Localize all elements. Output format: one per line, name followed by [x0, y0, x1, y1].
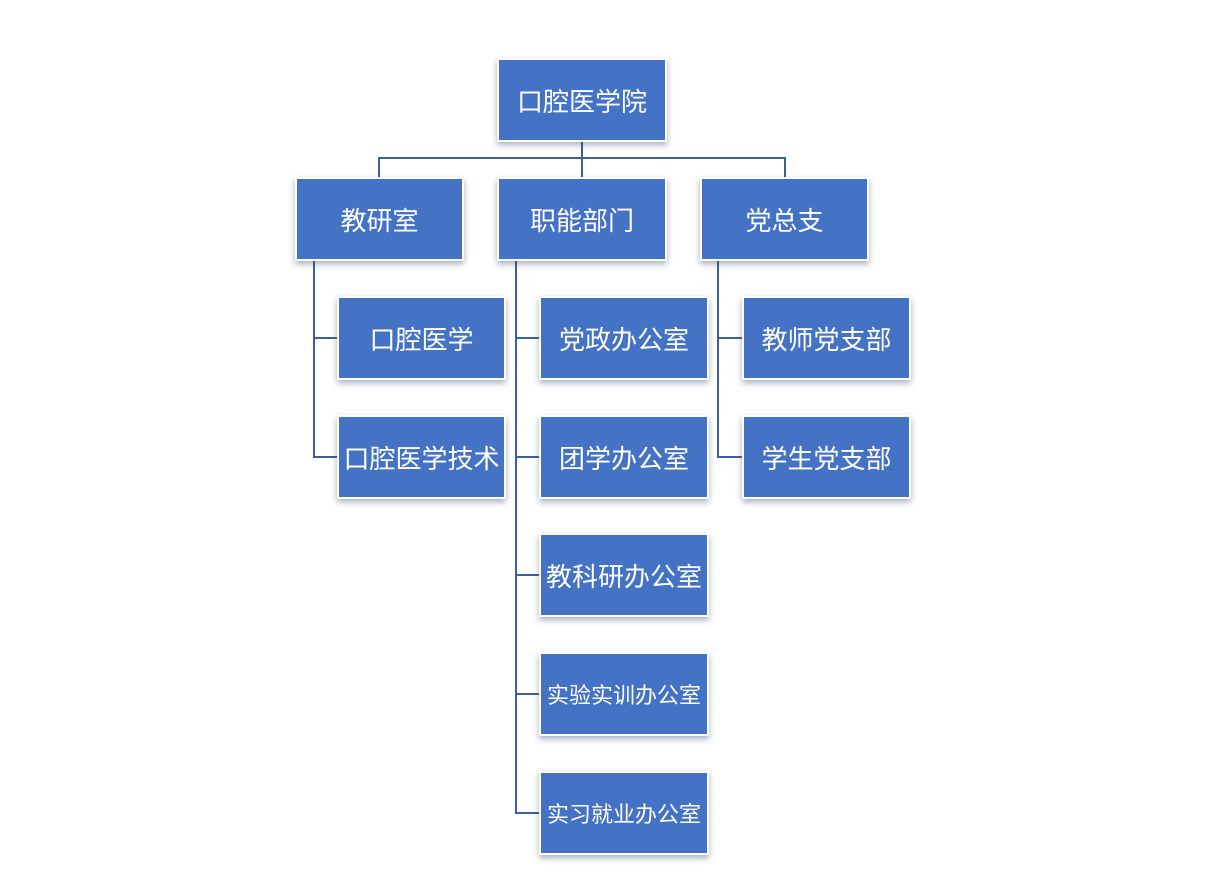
node-zhineng-bumen: 职能部门 [497, 177, 667, 261]
node-dangzheng-office: 党政办公室 [539, 296, 709, 380]
node-shiyan-shixun-office: 实验实训办公室 [539, 652, 709, 736]
node-shixi-jiuye-office: 实习就业办公室 [539, 771, 709, 855]
node-xuesheng-dangzhibu: 学生党支部 [742, 415, 911, 499]
node-kouqiang-yixue: 口腔医学 [337, 296, 506, 380]
node-tuanxue-office: 团学办公室 [539, 415, 709, 499]
node-jiaoshi-dangzhibu: 教师党支部 [742, 296, 911, 380]
node-jiaoyanshi: 教研室 [295, 177, 464, 261]
node-kouqiang-yixue-jishu: 口腔医学技术 [337, 415, 506, 499]
node-root: 口腔医学院 [497, 58, 667, 142]
node-dangzongzhi: 党总支 [700, 177, 869, 261]
node-jiaokeyan-office: 教科研办公室 [539, 533, 709, 617]
